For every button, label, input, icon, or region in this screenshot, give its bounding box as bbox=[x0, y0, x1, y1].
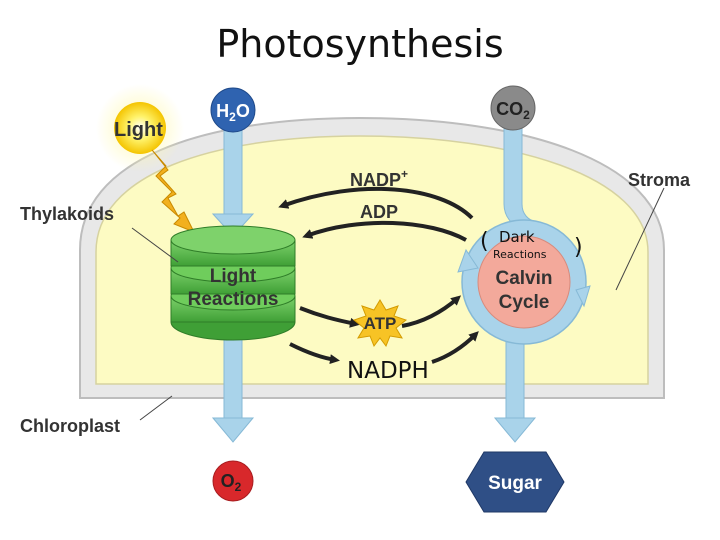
dark-paren-right: ) bbox=[574, 235, 583, 260]
sugar-label: Sugar bbox=[488, 473, 542, 494]
svg-text:CO2: CO2 bbox=[496, 99, 530, 122]
adp-arrow bbox=[302, 220, 467, 242]
nadp-arrow bbox=[278, 186, 474, 220]
svg-text:O2: O2 bbox=[221, 471, 242, 494]
page-title: Photosynthesis bbox=[216, 22, 504, 66]
water-flow-arrow bbox=[211, 127, 255, 237]
light-sun-icon bbox=[96, 84, 184, 172]
atp-label: ATP bbox=[364, 314, 397, 333]
light-reactions-label-1: Light bbox=[210, 266, 257, 287]
light-label: Light bbox=[114, 119, 163, 141]
nadph-arrow-in bbox=[289, 342, 340, 365]
thylakoids-label: Thylakoids bbox=[20, 204, 114, 224]
thylakoids-pointer bbox=[131, 227, 179, 263]
atp-arrow-in bbox=[299, 306, 360, 328]
calvin-label-1: Calvin bbox=[495, 268, 552, 289]
stroma-label: Stroma bbox=[628, 170, 691, 190]
sugar-hexagon bbox=[465, 451, 565, 513]
thylakoid-stack bbox=[170, 225, 296, 341]
nadph-arrow-out bbox=[431, 331, 479, 364]
handwritten-dark: Dark bbox=[499, 228, 535, 246]
light-reactions-label-2: Reactions bbox=[188, 289, 279, 310]
dark-paren-left: ( bbox=[480, 229, 489, 254]
handwritten-nadph: NADPH bbox=[347, 358, 429, 384]
oxygen-flow-arrow bbox=[211, 337, 255, 443]
calvin-label-2: Cycle bbox=[499, 292, 550, 313]
atp-arrow-out bbox=[401, 295, 462, 328]
calvin-cycle-ring bbox=[457, 219, 591, 345]
adp-label: ADP bbox=[360, 202, 398, 222]
sugar-flow-arrow bbox=[493, 339, 537, 443]
chloroplast-pointer bbox=[139, 395, 173, 421]
atp-star-icon bbox=[352, 299, 408, 348]
water-badge: H2O bbox=[210, 87, 256, 133]
nadp-label: NADP+ bbox=[350, 167, 408, 190]
chloroplast-label: Chloroplast bbox=[20, 416, 120, 436]
oxygen-badge: O2 bbox=[212, 460, 254, 502]
handwritten-reactions: Reactions bbox=[493, 248, 547, 261]
co2-badge: CO2 bbox=[490, 85, 536, 131]
svg-text:H2O: H2O bbox=[216, 101, 250, 124]
stroma-pointer bbox=[615, 187, 665, 291]
